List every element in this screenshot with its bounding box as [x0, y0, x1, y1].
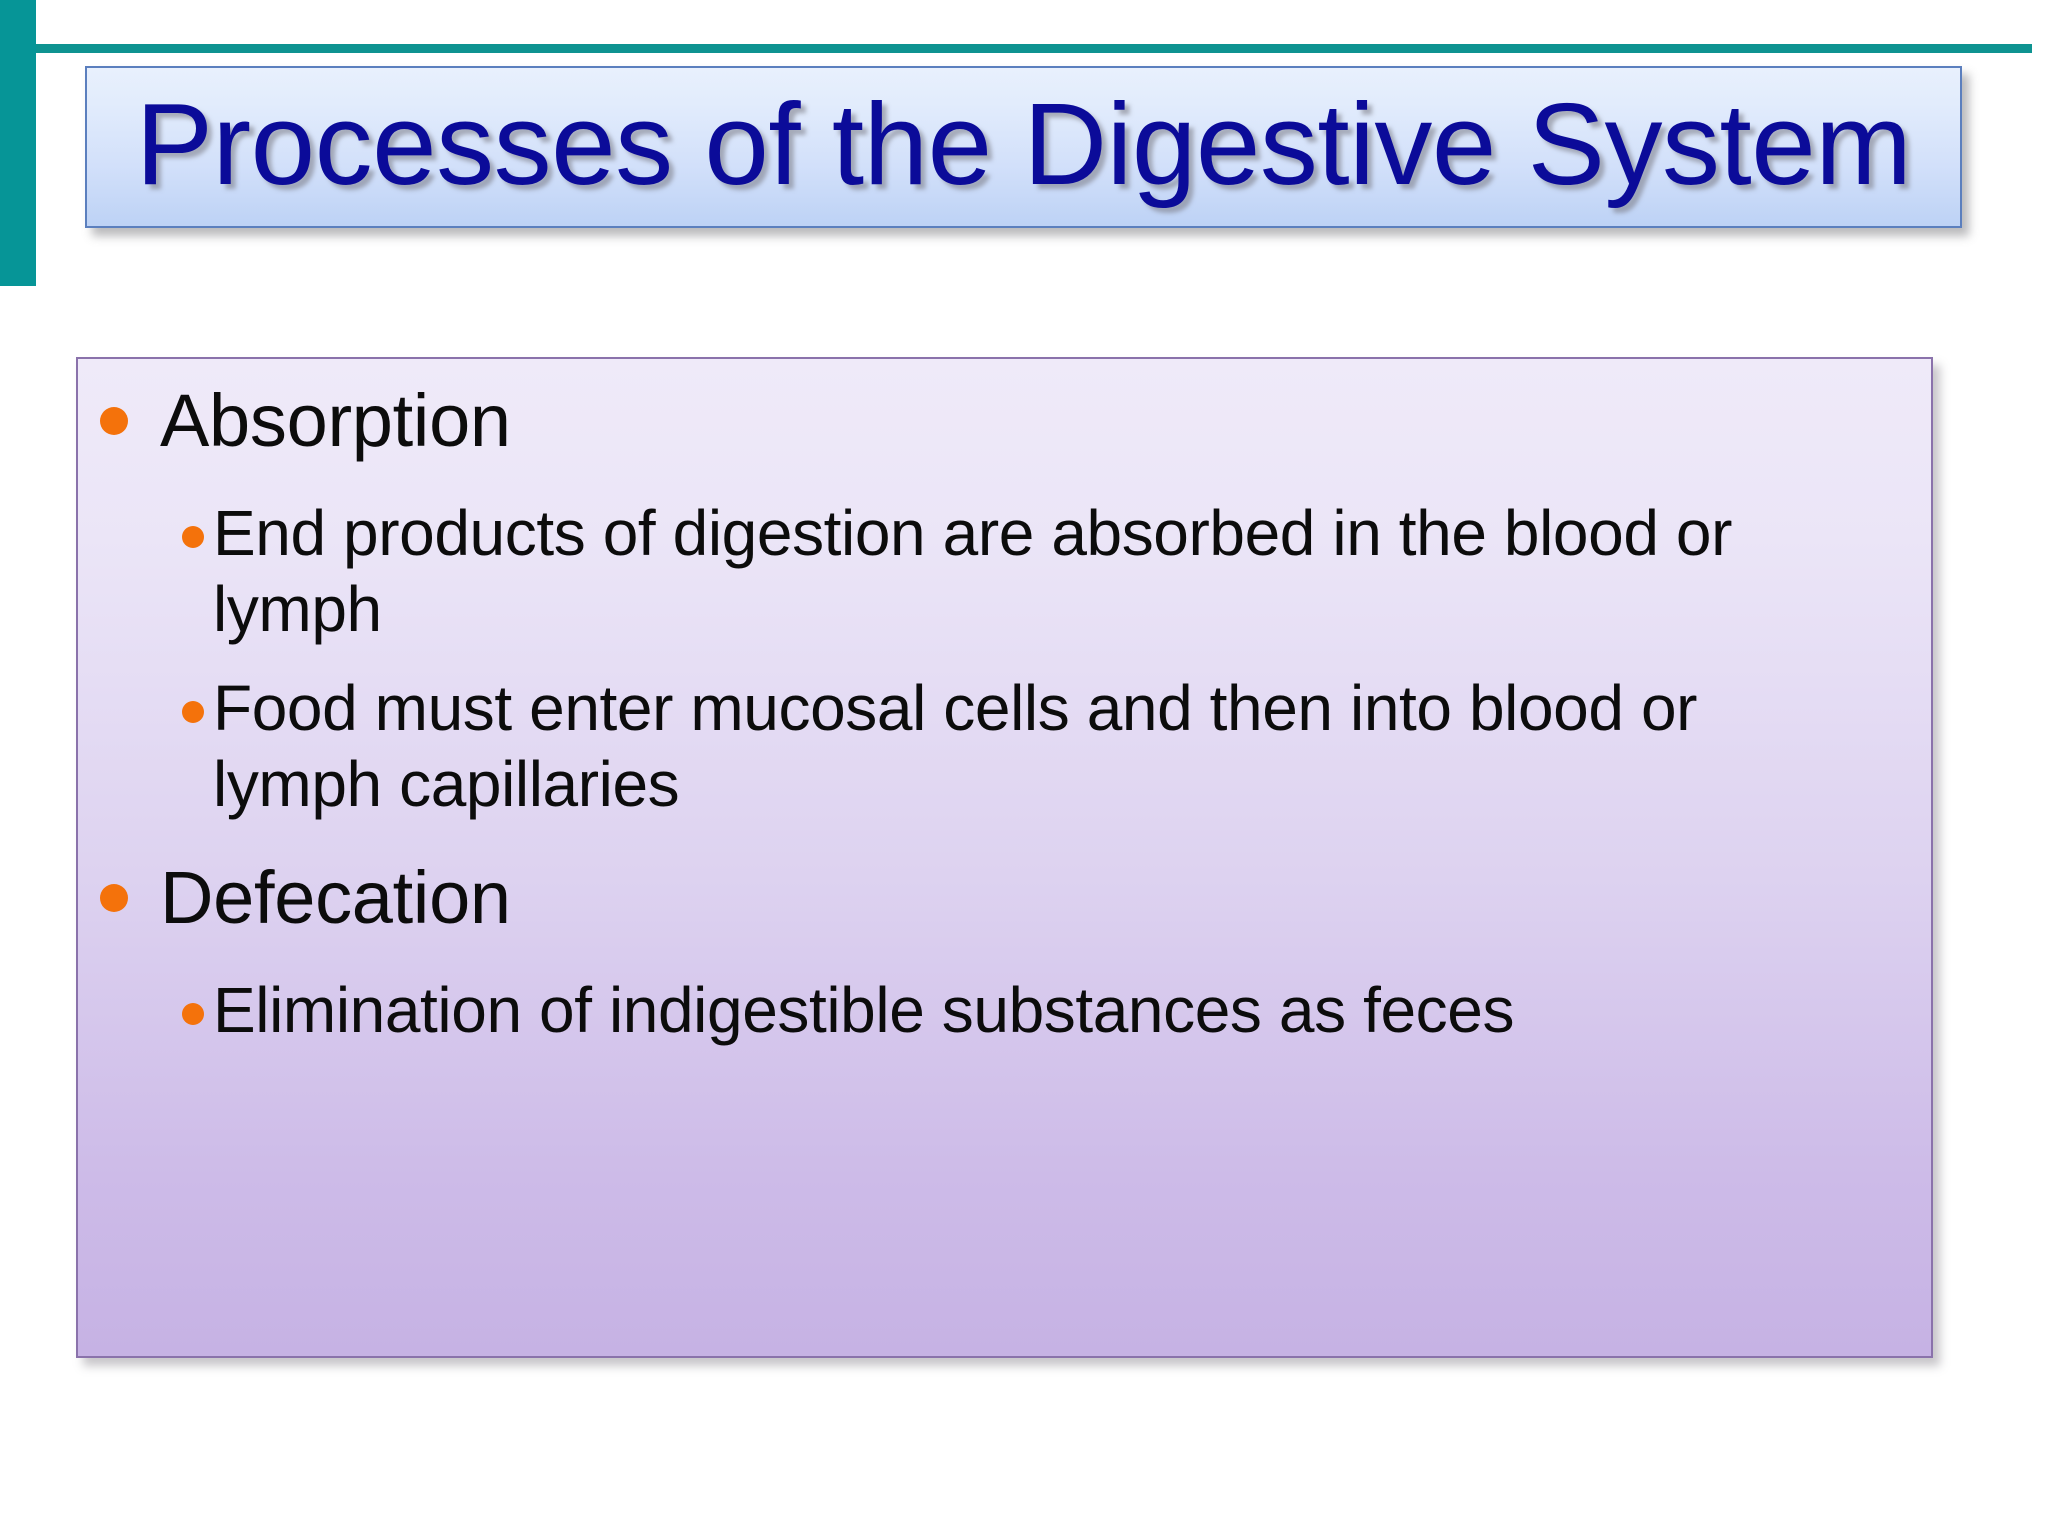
sub-bullet-dot-icon: [182, 701, 204, 724]
sub-bullet-dot-icon: [182, 526, 204, 549]
spacer: [100, 647, 1901, 671]
list-item: Elimination of indigestible substances a…: [182, 973, 1901, 1049]
list-item-label: Absorption: [160, 379, 511, 462]
spacer: [100, 937, 1901, 973]
list-item-label: Defecation: [160, 856, 511, 940]
spacer: [100, 460, 1901, 496]
bullet-dot-icon: [100, 884, 128, 913]
list-item-label: Food must enter mucosal cells and then i…: [213, 672, 1698, 820]
theme-accent-vertical-bar: [0, 0, 36, 286]
list-item-defecation: Defecation: [100, 858, 1901, 937]
list-item: End products of digestion are absorbed i…: [182, 496, 1901, 647]
bullet-list-level2-absorption: End products of digestion are absorbed i…: [100, 496, 1901, 822]
slide-body-placeholder: Absorption End products of digestion are…: [76, 357, 1933, 1358]
bullet-dot-icon: [100, 407, 128, 435]
spacer: [100, 822, 1901, 858]
bullet-list-level2-defecation: Elimination of indigestible substances a…: [100, 973, 1901, 1049]
slide-title-placeholder: Processes of the Digestive System: [85, 66, 1962, 228]
slide-title: Processes of the Digestive System: [135, 79, 1912, 209]
list-item-label: End products of digestion are absorbed i…: [213, 497, 1732, 645]
list-item: Food must enter mucosal cells and then i…: [182, 671, 1901, 822]
theme-accent-horizontal-rule: [36, 44, 2032, 53]
list-item-absorption: Absorption: [100, 381, 1901, 460]
sub-bullet-dot-icon: [182, 1003, 204, 1026]
bullet-list-level1: Absorption End products of digestion are…: [100, 381, 1901, 1049]
list-item-label: Elimination of indigestible substances a…: [213, 974, 1515, 1047]
